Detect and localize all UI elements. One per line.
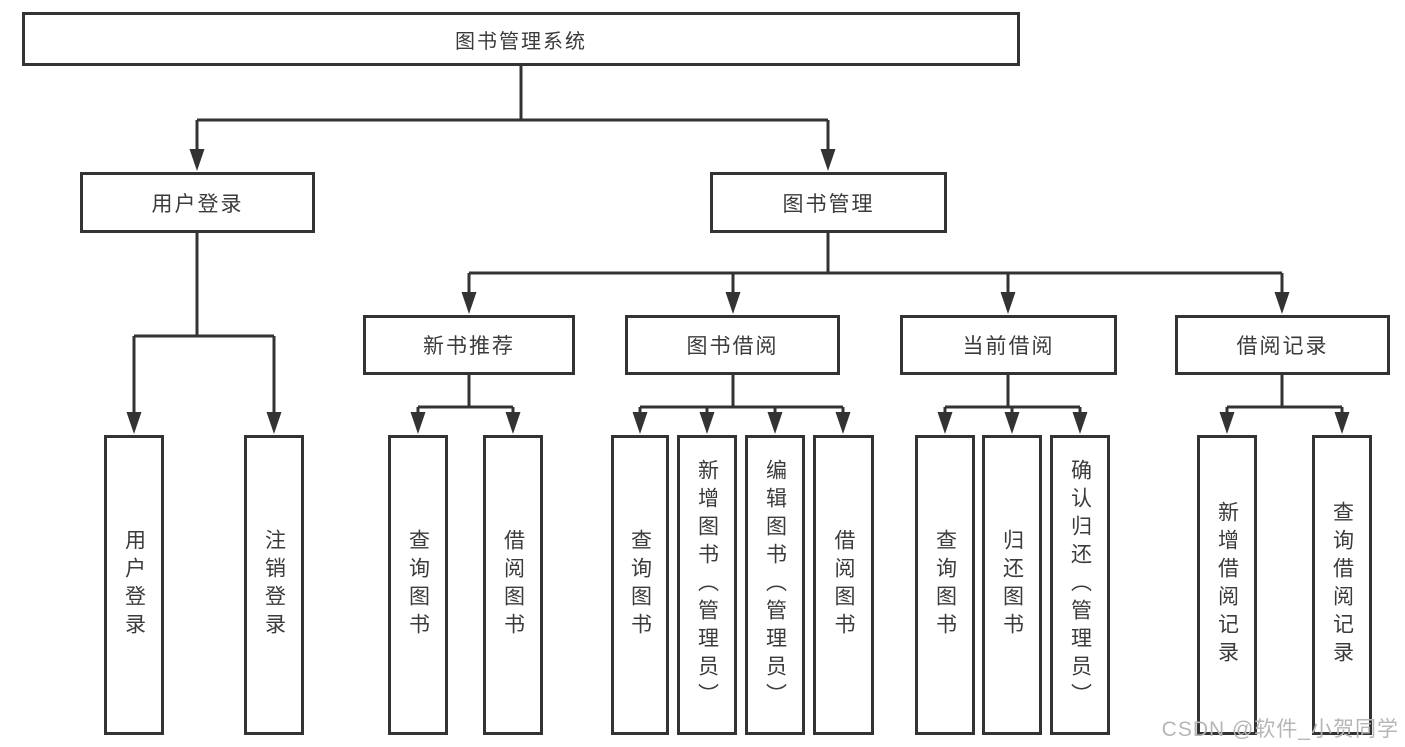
node-label: 图书借阅: [686, 335, 779, 358]
leaf-label: 注销登录: [262, 529, 286, 641]
leaf-edit-books-admin: 编辑图书（管理员）: [745, 435, 805, 735]
connector-book-mgmt-children: [467, 233, 1284, 308]
leaf-label: 查询图书: [628, 529, 652, 641]
leaf-query-books-2: 查询图书: [611, 435, 669, 735]
leaf-label: 编辑图书（管理员）: [763, 459, 787, 711]
leaf-label: 查询图书: [933, 529, 957, 641]
leaf-borrow-books-1: 借阅图书: [483, 435, 543, 735]
connector-user-login-children: [132, 233, 276, 428]
leaf-return-books: 归还图书: [982, 435, 1042, 735]
leaf-user-login: 用户登录: [104, 435, 164, 735]
node-label: 图书管理系统: [455, 30, 587, 53]
connector-book-borrow-children: [638, 375, 845, 428]
csdn-watermark: CSDN @软件_小贺同学: [1161, 718, 1399, 741]
leaf-add-borrow-record: 新增借阅记录: [1197, 435, 1257, 735]
leaf-label: 查询借阅记录: [1330, 501, 1354, 669]
node-borrow-records: 借阅记录: [1175, 315, 1390, 375]
leaf-label: 用户登录: [122, 529, 146, 641]
node-current-borrow: 当前借阅: [900, 315, 1117, 375]
leaf-borrow-books-2: 借阅图书: [813, 435, 874, 735]
leaf-label: 新增图书（管理员）: [695, 459, 719, 711]
leaf-query-books-3: 查询图书: [915, 435, 975, 735]
node-user-login: 用户登录: [80, 172, 315, 233]
leaf-query-borrow-record: 查询借阅记录: [1312, 435, 1372, 735]
connector-borrow-records-children: [1225, 375, 1344, 428]
leaf-label: 归还图书: [1000, 529, 1024, 641]
leaf-label: 确认归还（管理员）: [1068, 459, 1092, 711]
node-label: 新书推荐: [423, 335, 515, 358]
node-label: 图书管理: [782, 192, 875, 216]
node-book-borrow: 图书借阅: [625, 315, 840, 375]
leaf-label: 借阅图书: [501, 529, 525, 641]
leaf-confirm-return-admin: 确认归还（管理员）: [1050, 435, 1110, 735]
leaf-label: 查询图书: [406, 529, 430, 641]
node-label: 借阅记录: [1236, 335, 1329, 358]
arrowheads: [126, 149, 1350, 434]
node-book-management: 图书管理: [710, 172, 947, 233]
node-new-book-recommend: 新书推荐: [363, 315, 575, 375]
leaf-label: 借阅图书: [832, 529, 855, 641]
leaf-add-books-admin: 新增图书（管理员）: [677, 435, 737, 735]
connector-root-to-level2: [195, 66, 830, 166]
leaf-label: 新增借阅记录: [1215, 501, 1239, 669]
connector-new-book-children: [416, 375, 515, 428]
leaf-logout: 注销登录: [244, 435, 304, 735]
node-label: 用户登录: [151, 192, 244, 216]
node-book-management-system: 图书管理系统: [22, 12, 1020, 66]
node-label: 当前借阅: [962, 335, 1055, 358]
leaf-query-books-1: 查询图书: [388, 435, 448, 735]
